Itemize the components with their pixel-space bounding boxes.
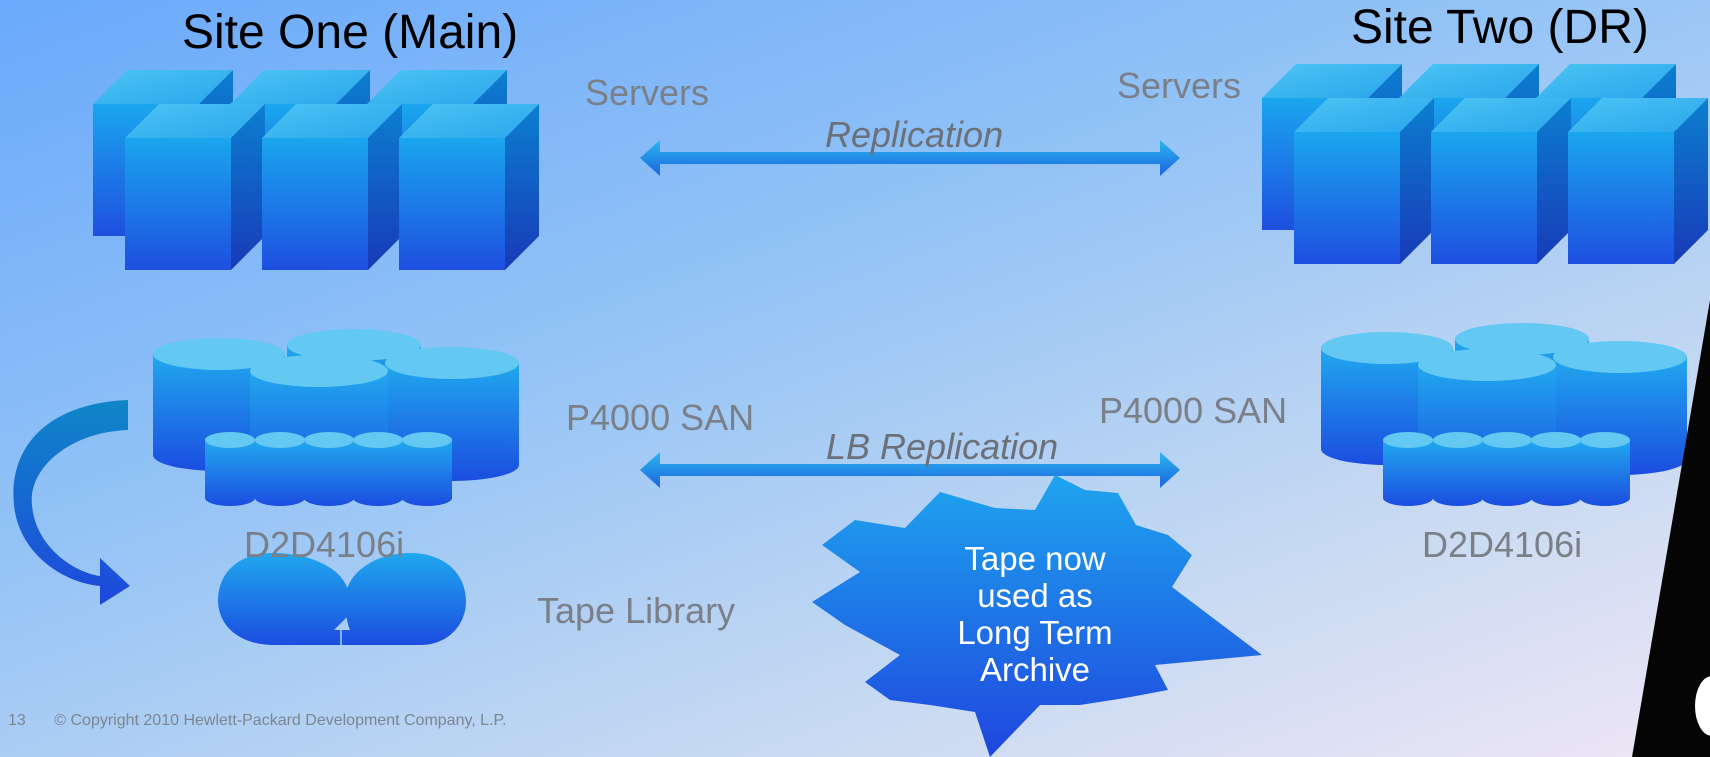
site-two-servers-label: Servers [1117, 65, 1242, 106]
site-two-title: Site Two (DR) [1351, 1, 1649, 54]
site-one-title: Site One (Main) [182, 6, 519, 59]
callout-line-1: Tape now [964, 540, 1106, 577]
archive-callout-text: Tape now used as Long Term Archive [905, 540, 1165, 688]
edge-wedge-shape [1632, 300, 1710, 757]
replication-label: Replication [825, 114, 1004, 155]
callout-line-3: Long Term [957, 614, 1113, 651]
site-two-servers-icon [1262, 64, 1708, 264]
site-two-san-label: P4000 SAN [1099, 390, 1288, 431]
page-number: 13 [8, 712, 26, 729]
archive-callout-burst [812, 475, 1262, 757]
callout-line-4: Archive [979, 651, 1091, 688]
replication-arrow [640, 140, 1180, 176]
site-one-servers-label: Servers [585, 72, 710, 113]
site-one-san-label: P4000 SAN [566, 397, 755, 438]
copyright-text: © Copyright 2010 Hewlett-Packard Develop… [54, 712, 507, 729]
lb-replication-arrow [640, 452, 1180, 488]
site-one-storage-icon [153, 329, 519, 506]
slide-footer: 13 © Copyright 2010 Hewlett-Packard Deve… [8, 712, 507, 730]
callout-line-2: used as [977, 577, 1093, 614]
tape-library-icon [218, 553, 466, 645]
site-two-d2d-label: D2D4106i [1422, 524, 1583, 565]
site-one-servers-icon [93, 70, 539, 270]
site-two-storage-icon [1321, 323, 1687, 506]
lb-replication-label: LB Replication [826, 426, 1059, 467]
backup-to-tape-arrow-icon [13, 400, 130, 605]
site-one-d2d-label: D2D4106i [244, 524, 405, 565]
edge-wedge-highlight [1695, 676, 1710, 736]
tape-library-label: Tape Library [537, 590, 736, 631]
